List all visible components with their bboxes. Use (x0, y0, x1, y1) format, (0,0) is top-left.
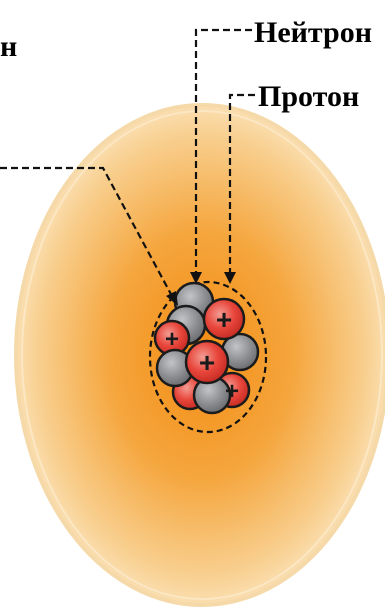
neutron-label: Нейтрон (254, 16, 372, 49)
proton-charge-sign: + (199, 347, 215, 378)
proton-charge-sign: + (165, 326, 179, 353)
proton-charge-sign: + (216, 304, 232, 335)
proton-charge-sign: + (225, 378, 239, 405)
left-partial-label: н (0, 30, 17, 63)
proton-label: Протон (258, 80, 359, 113)
